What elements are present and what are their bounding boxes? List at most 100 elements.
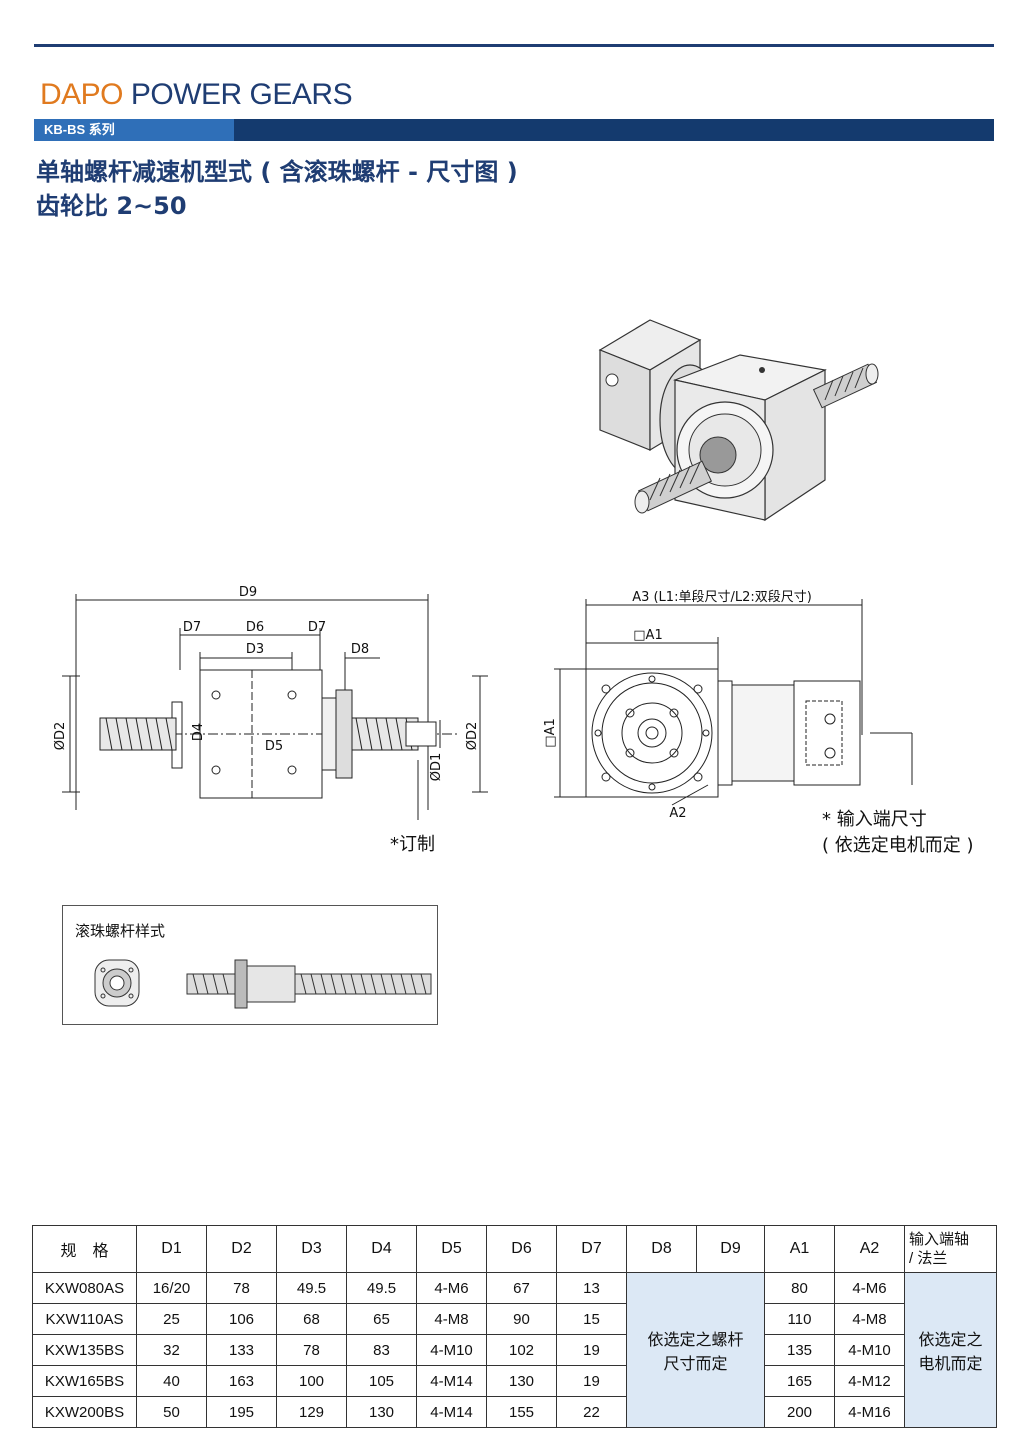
cell-d1: 16/20 — [136, 1272, 207, 1304]
spec-table: 规 格 D1 D2 D3 D4 D5 D6 D7 D8 D9 A1 A2 输入端… — [32, 1225, 997, 1428]
cell-a2: 4-M10 — [834, 1334, 905, 1366]
side-view-drawing: A3 (L1:单段尺寸/L2:双段尺寸) □A1 □A1 A2 — [543, 590, 913, 821]
cell-model: KXW165BS — [32, 1365, 137, 1397]
cell-d7: 13 — [556, 1272, 627, 1304]
table-row: KXW110AS 25 106 68 65 4-M8 90 15 110 4-M… — [32, 1303, 997, 1335]
label-d3: D3 — [246, 642, 264, 657]
product-3d-illustration — [598, 319, 879, 522]
cell-model: KXW080AS — [32, 1272, 137, 1304]
label-d2-right: ØD2 — [465, 722, 480, 751]
merged-input-cell: 依选定之电机而定 — [904, 1272, 997, 1428]
table-row: KXW135BS 32 133 78 83 4-M10 102 19 135 4… — [32, 1334, 997, 1366]
cell-d6: 102 — [486, 1334, 557, 1366]
cell-d4: 105 — [346, 1365, 417, 1397]
header-d7: D7 — [556, 1225, 627, 1273]
cell-d5: 4-M14 — [416, 1396, 487, 1428]
cell-d1: 40 — [136, 1365, 207, 1397]
cell-d2: 78 — [206, 1272, 277, 1304]
label-d8: D8 — [351, 642, 369, 657]
cell-a1: 135 — [764, 1334, 835, 1366]
label-d7-left: D7 — [183, 620, 201, 635]
cell-d6: 67 — [486, 1272, 557, 1304]
cell-d4: 49.5 — [346, 1272, 417, 1304]
header-a2: A2 — [834, 1225, 905, 1273]
cell-d3: 78 — [276, 1334, 347, 1366]
cell-d6: 155 — [486, 1396, 557, 1428]
label-a3: A3 (L1:单段尺寸/L2:双段尺寸) — [632, 590, 812, 605]
header-d2: D2 — [206, 1225, 277, 1273]
header-d4: D4 — [346, 1225, 417, 1273]
cell-d5: 4-M10 — [416, 1334, 487, 1366]
gear-ratio-subtitle: 齿轮比 2~50 — [36, 192, 187, 220]
table-row: KXW165BS 40 163 100 105 4-M14 130 19 165… — [32, 1365, 997, 1397]
cell-d2: 106 — [206, 1303, 277, 1335]
label-d5: D5 — [265, 739, 283, 754]
table-header-row: 规 格 D1 D2 D3 D4 D5 D6 D7 D8 D9 A1 A2 输入端… — [32, 1225, 997, 1273]
cell-d4: 130 — [346, 1396, 417, 1428]
brand-dapo: DAPO — [40, 78, 124, 111]
ball-screw-style-box: 滚珠螺杆样式 — [62, 905, 438, 1025]
header-d9: D9 — [696, 1225, 765, 1273]
cell-d1: 25 — [136, 1303, 207, 1335]
brand-logo: DAPO POWER GEARS — [40, 78, 353, 112]
series-tab: KB-BS 系列 — [34, 119, 234, 141]
input-note-line1: * 输入端尺寸 — [822, 809, 927, 830]
cell-model: KXW135BS — [32, 1334, 137, 1366]
merged-d8-d9-cell: 依选定之螺杆尺寸而定 — [626, 1272, 765, 1428]
top-rule — [34, 44, 994, 47]
merged-d8-d9-line1: 依选定之螺杆 — [647, 1332, 744, 1349]
merged-input-line1: 依选定之 — [918, 1332, 983, 1349]
merged-input-line2: 电机而定 — [918, 1356, 983, 1373]
label-d4: D4 — [191, 723, 206, 741]
label-d9: D9 — [239, 585, 257, 600]
cell-d2: 195 — [206, 1396, 277, 1428]
cell-d4: 65 — [346, 1303, 417, 1335]
cell-a1: 80 — [764, 1272, 835, 1304]
header-d8: D8 — [626, 1225, 697, 1273]
header-model: 规 格 — [32, 1225, 137, 1273]
table-row: KXW080AS 16/20 78 49.5 49.5 4-M6 67 13 依… — [32, 1272, 997, 1428]
cell-d4: 83 — [346, 1334, 417, 1366]
cell-model: KXW110AS — [32, 1303, 137, 1335]
cell-d6: 130 — [486, 1365, 557, 1397]
cell-a1: 200 — [764, 1396, 835, 1428]
header-d6: D6 — [486, 1225, 557, 1273]
cell-d2: 163 — [206, 1365, 277, 1397]
brand-power-gears: POWER GEARS — [130, 78, 353, 111]
cell-d5: 4-M14 — [416, 1365, 487, 1397]
cell-d7: 15 — [556, 1303, 627, 1335]
cell-d5: 4-M6 — [416, 1272, 487, 1304]
cell-d7: 22 — [556, 1396, 627, 1428]
cell-a2: 4-M8 — [834, 1303, 905, 1335]
label-d6: D6 — [246, 620, 264, 635]
cell-d5: 4-M8 — [416, 1303, 487, 1335]
series-bar — [34, 119, 994, 141]
cell-d3: 129 — [276, 1396, 347, 1428]
page-title: 单轴螺杆减速机型式 ( 含滚珠螺杆 - 尺寸图 ) — [36, 158, 518, 186]
header-d5: D5 — [416, 1225, 487, 1273]
label-d1: ØD1 — [429, 753, 444, 782]
cell-d2: 133 — [206, 1334, 277, 1366]
cell-model: KXW200BS — [32, 1396, 137, 1428]
cell-d3: 100 — [276, 1365, 347, 1397]
cell-d3: 49.5 — [276, 1272, 347, 1304]
label-a1-side: □A1 — [543, 718, 558, 747]
label-d2-left: ØD2 — [53, 722, 68, 751]
header-input: 输入端轴 / 法兰 — [904, 1225, 997, 1273]
header-input-line1: 输入端轴 — [909, 1231, 970, 1248]
cell-d7: 19 — [556, 1334, 627, 1366]
merged-d8-d9-line2: 尺寸而定 — [663, 1356, 728, 1373]
front-view-drawing: D9 D7 D6 D7 D3 D8 ØD2 D4 D5 ØD1 ØD2 — [53, 585, 488, 820]
header-input-line2: / 法兰 — [909, 1250, 948, 1267]
cell-d1: 32 — [136, 1334, 207, 1366]
cell-a2: 4-M16 — [834, 1396, 905, 1428]
header-a1: A1 — [764, 1225, 835, 1273]
label-a1-top: □A1 — [633, 628, 662, 643]
cell-d3: 68 — [276, 1303, 347, 1335]
label-a2: A2 — [669, 806, 686, 821]
header-d1: D1 — [136, 1225, 207, 1273]
input-note-line2: ( 依选定电机而定 ) — [822, 835, 974, 856]
cell-a1: 165 — [764, 1365, 835, 1397]
custom-note: *订制 — [390, 834, 435, 855]
cell-a2: 4-M6 — [834, 1272, 905, 1304]
